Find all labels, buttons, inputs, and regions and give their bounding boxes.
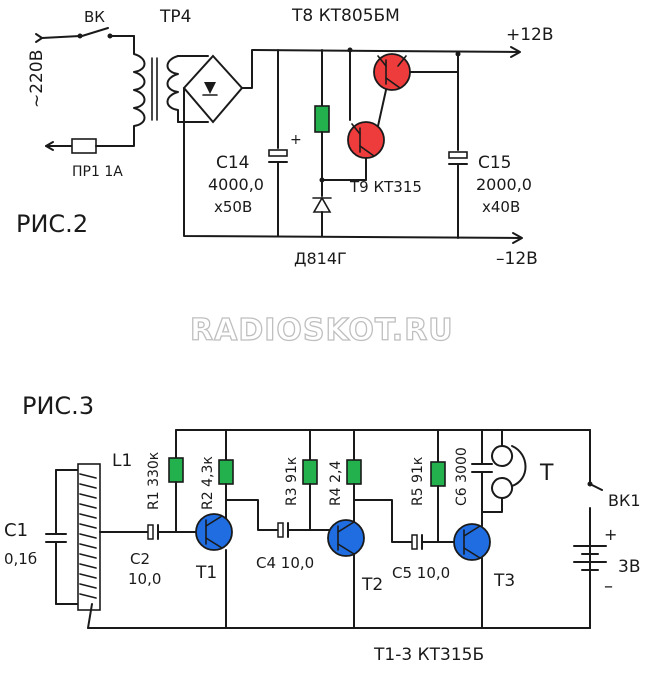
zener-branch <box>312 49 367 237</box>
transistor-t8 <box>373 53 411 91</box>
capacitor-c2 <box>147 524 197 540</box>
transistor-t9 <box>347 121 385 159</box>
transistor-t1 <box>195 513 233 551</box>
t3-label: Т3 <box>493 571 515 591</box>
watermark: RADIOSKOT.RU <box>190 313 454 348</box>
r4-label: R4 2,4 <box>328 461 344 506</box>
c14-value: 4000,0 <box>208 175 264 194</box>
power-switch <box>587 481 603 491</box>
c14-label: С14 <box>216 153 250 173</box>
fig2-minus-output: –12В <box>496 249 538 269</box>
c15-value: 2000,0 <box>476 175 532 194</box>
fig3-title: РИС.3 <box>22 392 94 420</box>
r3-label: R3 91к <box>284 457 300 506</box>
capacitor-c5 <box>411 534 457 550</box>
capacitor-c15 <box>448 51 468 239</box>
battery-plus: + <box>604 525 617 544</box>
t2-label: Т2 <box>361 575 383 595</box>
c15-voltage: х40В <box>482 198 520 216</box>
c1-label: С1 <box>4 520 28 541</box>
transistors-note: Т1-3 КТ315Б <box>373 645 484 665</box>
c1-value: 0,1б <box>4 550 37 568</box>
c2-label: С2 <box>130 550 150 568</box>
c14-voltage: х50В <box>214 198 252 216</box>
fig2-switch-label: ВК <box>84 8 105 26</box>
fig2-mains-label: ~220В <box>27 50 47 108</box>
l1-label: L1 <box>112 451 132 471</box>
r2-label: R2 4,3к <box>200 456 216 510</box>
battery-minus: – <box>604 576 613 597</box>
phones-label: Т <box>539 461 554 486</box>
fig2-plus-output: +12В <box>506 25 554 45</box>
c15-label: С15 <box>478 153 512 173</box>
fig2-transformer-label: ТР4 <box>159 7 191 27</box>
fig2-title: РИС.2 <box>16 210 88 238</box>
figure-2 <box>35 27 523 244</box>
c4-label: С4 10,0 <box>256 554 314 572</box>
transistor-t2 <box>327 519 365 557</box>
resistor-r3 <box>302 459 318 485</box>
switch-label: ВК1 <box>608 491 641 510</box>
r5-label: R5 91к <box>410 457 426 506</box>
capacitor-c14 <box>268 49 288 237</box>
fig2-t9-label: Т9 КТ315 <box>349 178 422 196</box>
headphones <box>481 429 527 513</box>
battery-label: 3В <box>618 557 640 577</box>
fig2-fuse-label: ПР1 1А <box>72 164 123 180</box>
diode-bridge <box>182 54 244 124</box>
mains-switch <box>35 27 135 43</box>
fuse <box>45 138 117 154</box>
secondary-winding <box>166 55 179 123</box>
resistor-r5 <box>430 461 446 487</box>
resistor-r4 <box>346 459 362 485</box>
t1-label: Т1 <box>195 563 217 583</box>
c2-value: 10,0 <box>128 570 161 588</box>
c6-label: С6 3000 <box>454 447 470 506</box>
c5-label: С5 10,0 <box>392 564 450 582</box>
transistor-t3 <box>453 523 491 561</box>
coil-l1 <box>77 463 149 629</box>
resistor-r2 <box>218 459 234 485</box>
resistor-r1 <box>168 457 184 483</box>
primary-winding <box>115 35 146 147</box>
zener-label: Д814Г <box>294 249 347 268</box>
r1-label: R1 330к <box>146 452 162 510</box>
battery <box>573 507 607 629</box>
capacitor-c6 <box>471 429 493 513</box>
capacitor-c4 <box>277 522 331 538</box>
figure-3 <box>45 429 607 629</box>
c14-plus-sign: + <box>290 132 302 148</box>
fig2-t8-label: Т8 КТ805БМ <box>291 6 400 26</box>
